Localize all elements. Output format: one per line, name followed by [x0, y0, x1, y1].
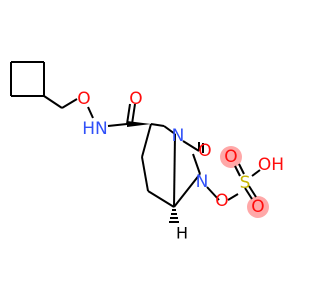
atom-o-sulfate: O	[215, 191, 228, 211]
atom-n-bridge: N	[172, 126, 185, 146]
highlight-oxygen-top	[220, 146, 242, 168]
highlight-oxygen-bottom	[247, 196, 269, 218]
bond-n-carbonyl	[107, 123, 128, 127]
bond-s-oh	[251, 169, 261, 177]
atom-n-lactam: N	[196, 172, 209, 192]
bond-carbonyl-o-1	[126, 103, 131, 125]
atom-o-sulfonyl-bottom: O	[251, 197, 264, 217]
bond-o-n	[87, 106, 94, 119]
atom-o-lactam: O	[198, 141, 211, 161]
atom-oh: OH	[258, 155, 284, 175]
bond-s-o-top-1	[234, 165, 241, 177]
bond-s-o-top-2	[238, 163, 245, 175]
atom-o-amide: O	[129, 89, 142, 109]
hashed-wedge-h	[169, 209, 179, 223]
atom-o-sulfonyl-top: O	[224, 147, 237, 167]
cyclobutane-ring	[10, 61, 45, 97]
bond-ring-ch2	[43, 95, 63, 109]
atom-o-ether: O	[77, 89, 90, 109]
bond-s-o-bottom-1	[244, 187, 253, 200]
molecule-structure-diagram: O HN O N O N O S OH O O H	[10, 61, 284, 243]
bond-o-s	[227, 193, 239, 201]
atom-s: S	[240, 173, 251, 193]
atom-hn: HN	[82, 119, 108, 139]
bond-n-o	[206, 186, 220, 201]
atom-h-stereo: H	[176, 224, 188, 243]
bond-carbonyl-o-2	[131, 103, 136, 125]
wedge-bond-c2	[127, 121, 151, 127]
bond-ch2-o	[61, 98, 78, 109]
bicyclic-core	[141, 123, 201, 208]
bond-s-o-bottom-2	[248, 185, 257, 198]
